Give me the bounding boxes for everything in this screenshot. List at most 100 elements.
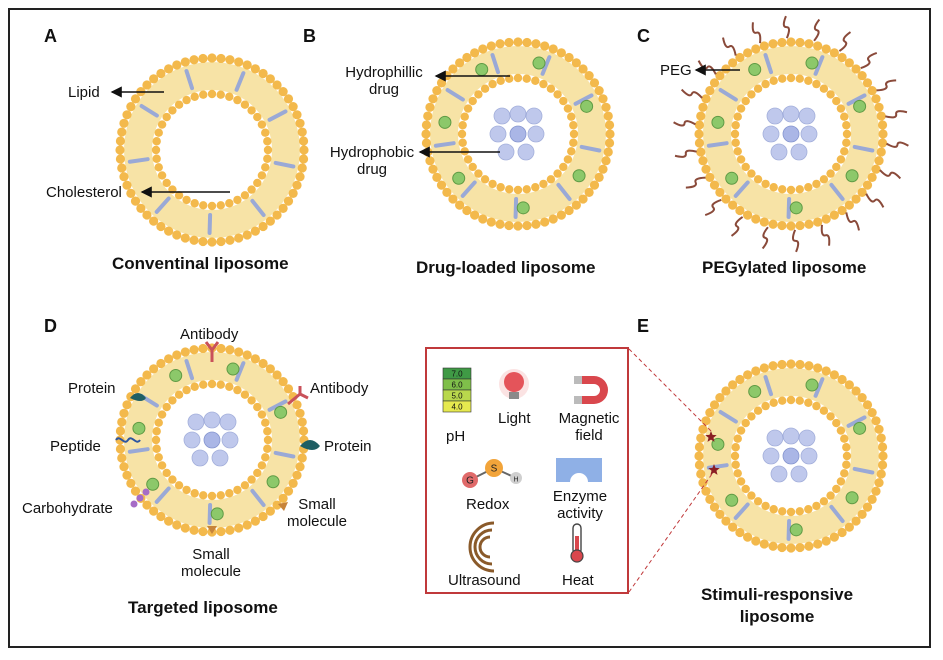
stimulus-star-icon bbox=[705, 431, 717, 442]
lipid-head-outer bbox=[126, 102, 136, 112]
lipid-head-outer bbox=[298, 154, 309, 164]
lipid-head-inner bbox=[569, 121, 578, 130]
lipid-head-inner bbox=[199, 201, 208, 210]
cholesterol-molecule bbox=[273, 160, 296, 169]
magnet-pole-bottom bbox=[574, 396, 582, 404]
lipid-head-outer bbox=[728, 522, 738, 532]
lipid-head-outer bbox=[851, 516, 861, 526]
carbohydrate-label: Carbohydrate bbox=[22, 500, 113, 517]
caption-stimuli-responsive: Stimuli-responsive liposome bbox=[700, 584, 854, 628]
lipid-head-inner bbox=[257, 410, 267, 419]
magnetic-field-line1: Magnetic bbox=[558, 410, 620, 427]
lipid-head-inner bbox=[836, 104, 846, 113]
lipid-head-outer bbox=[837, 374, 847, 385]
lipid-head-inner bbox=[747, 169, 756, 178]
lipid-head-outer bbox=[234, 233, 244, 243]
lipid-head-outer bbox=[531, 219, 541, 229]
lipid-head-inner bbox=[151, 145, 161, 155]
lipid-head-inner bbox=[832, 418, 841, 428]
lipid-head-outer bbox=[804, 219, 814, 229]
lipid-head-outer bbox=[759, 41, 769, 51]
hydrophobic-drug bbox=[221, 431, 239, 449]
lipid-head-inner bbox=[152, 137, 161, 146]
lipid-head-inner bbox=[513, 185, 523, 195]
lipid-head-outer bbox=[156, 68, 166, 79]
ultrasound-wave-icon bbox=[468, 521, 495, 573]
peg-chain bbox=[886, 141, 909, 148]
lipid-head-inner bbox=[795, 507, 804, 516]
lipid-head-outer bbox=[295, 118, 305, 128]
liposome-stimuli-responsive bbox=[694, 359, 888, 553]
lipid-head-inner bbox=[761, 401, 770, 411]
lipid-head-outer bbox=[837, 205, 847, 216]
lipid-head-inner bbox=[769, 76, 778, 85]
protein-left-label: Protein bbox=[68, 380, 116, 397]
lipid-head-inner bbox=[786, 185, 796, 195]
panel-letter-e: E bbox=[637, 316, 650, 336]
hydrophobic-drug bbox=[762, 447, 780, 465]
lipid-head-outer bbox=[878, 451, 888, 461]
lipid-head-outer bbox=[874, 478, 884, 488]
lipid-head-outer bbox=[721, 64, 731, 74]
lipid-head-outer bbox=[225, 235, 235, 245]
lipid-head-inner bbox=[741, 96, 750, 106]
lipid-head-outer bbox=[701, 486, 711, 496]
ph-scale-cell bbox=[442, 400, 472, 413]
hydrophobic-drug bbox=[770, 465, 788, 483]
peg-chain bbox=[838, 31, 852, 52]
lipid-head-inner bbox=[460, 112, 469, 121]
stimuli-connector-bottom bbox=[628, 473, 713, 593]
lipid-head-outer bbox=[862, 400, 873, 410]
lipid-head-inner bbox=[761, 501, 770, 511]
lipid-head-outer bbox=[119, 172, 129, 182]
hydrophilic-drug bbox=[748, 385, 762, 399]
lipid-head-outer bbox=[172, 350, 182, 360]
hydrophilic-drug bbox=[711, 437, 725, 451]
lipid-head-inner bbox=[569, 138, 578, 147]
cholesterol-molecule bbox=[786, 196, 792, 219]
lipid-head-inner bbox=[174, 100, 184, 109]
cholesterol-molecule bbox=[490, 53, 501, 75]
cholesterol-molecule bbox=[127, 447, 150, 454]
peg-label: PEG bbox=[660, 62, 692, 79]
lipid-head-outer bbox=[709, 400, 720, 410]
lipid-head-inner bbox=[567, 112, 576, 121]
lipid-head-outer bbox=[867, 408, 877, 418]
cholesterol-label: Cholesterol bbox=[46, 184, 122, 201]
lipid-head-outer bbox=[126, 188, 136, 198]
lipid-head-outer bbox=[298, 426, 309, 436]
thermometer-mercury bbox=[575, 536, 579, 554]
lipid-head-outer bbox=[715, 393, 725, 403]
lipid-head-outer bbox=[265, 506, 275, 516]
redox-atom-letter: G bbox=[466, 476, 474, 487]
lipid-head-outer bbox=[698, 424, 708, 434]
lipid-head-outer bbox=[696, 147, 706, 157]
bilayer-band bbox=[124, 62, 300, 238]
lipid-head-inner bbox=[257, 120, 267, 129]
cholesterol-molecule bbox=[763, 53, 774, 75]
ultrasound-label: Ultrasound bbox=[448, 572, 521, 589]
cholesterol-molecule bbox=[733, 180, 750, 198]
lipid-head-inner bbox=[736, 104, 746, 113]
lipid-head-outer bbox=[715, 509, 725, 519]
lipid-head-inner bbox=[531, 76, 540, 85]
lipid-head-outer bbox=[556, 48, 566, 58]
lipid-head-outer bbox=[119, 408, 129, 418]
lipid-head-outer bbox=[156, 358, 166, 369]
small-molecule-right-label: Small molecule bbox=[276, 496, 358, 530]
lipid-head-inner bbox=[819, 406, 829, 415]
cholesterol-molecule bbox=[154, 486, 171, 504]
lipid-head-outer bbox=[871, 486, 881, 496]
lipid-head-inner bbox=[247, 106, 256, 115]
lipid-head-outer bbox=[578, 64, 588, 74]
lipid-head-inner bbox=[804, 76, 813, 85]
lipid-head-outer bbox=[136, 203, 146, 213]
lipid-head-inner bbox=[842, 138, 851, 147]
lipid-head-outer bbox=[149, 364, 159, 374]
lipid-head-outer bbox=[216, 236, 226, 247]
lipid-head-inner bbox=[468, 96, 477, 106]
lipid-head-inner bbox=[812, 179, 821, 189]
lipid-head-outer bbox=[448, 194, 458, 204]
lipid-head-outer bbox=[250, 226, 260, 236]
lipid-head-inner bbox=[225, 382, 234, 391]
